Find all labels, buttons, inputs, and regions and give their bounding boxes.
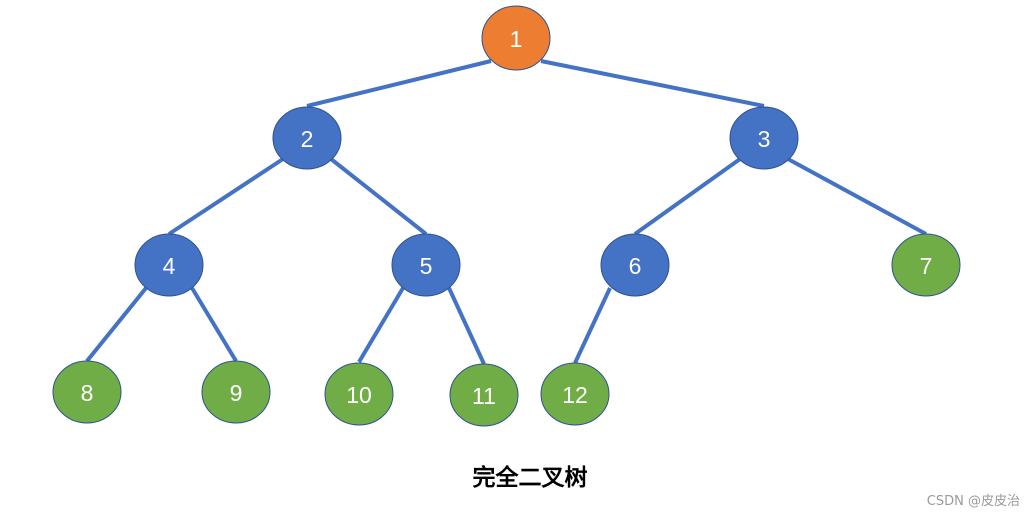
edges-layer	[85, 59, 927, 365]
node-label-3: 3	[758, 126, 771, 152]
edge-5-10	[357, 286, 405, 364]
node-circle-11	[449, 363, 519, 427]
diagram-caption: 完全二叉树	[472, 465, 588, 491]
edge-5-11	[447, 287, 486, 365]
tree-node-5: 5	[391, 233, 461, 297]
node-circle-6	[600, 233, 670, 297]
tree-node-6: 6	[600, 233, 670, 297]
edge-4-9	[190, 286, 238, 363]
edge-1-3	[540, 59, 765, 108]
tree-node-12: 12	[540, 362, 610, 426]
edge-3-6	[633, 157, 742, 236]
node-circle-12	[540, 362, 610, 426]
node-label-11: 11	[472, 383, 496, 409]
edge-3-7	[787, 157, 927, 236]
tree-node-8: 8	[52, 360, 122, 424]
tree-node-10: 10	[324, 362, 394, 426]
edge-2-4	[167, 157, 285, 236]
node-label-5: 5	[420, 253, 433, 279]
node-label-1: 1	[510, 26, 523, 52]
node-label-10: 10	[346, 382, 372, 408]
tree-node-11: 11	[449, 363, 519, 427]
tree-node-1: 1	[481, 5, 551, 71]
node-circle-7	[891, 233, 961, 297]
node-circle-9	[201, 360, 271, 424]
tree-node-9: 9	[201, 360, 271, 424]
watermark: CSDN @皮皮治	[926, 494, 1020, 509]
node-label-2: 2	[301, 126, 314, 152]
node-circle-1	[481, 5, 551, 71]
node-label-9: 9	[230, 380, 243, 406]
tree-node-2: 2	[272, 106, 342, 170]
node-circle-2	[272, 106, 342, 170]
node-circle-8	[52, 360, 122, 424]
edge-1-2	[306, 59, 492, 108]
node-label-12: 12	[562, 382, 588, 408]
node-circle-3	[729, 106, 799, 170]
tree-node-4: 4	[134, 233, 204, 297]
node-label-8: 8	[81, 380, 94, 406]
node-circle-4	[134, 233, 204, 297]
tree-node-3: 3	[729, 106, 799, 170]
node-circle-5	[391, 233, 461, 297]
edge-6-12	[573, 287, 612, 364]
tree-node-7: 7	[891, 233, 961, 297]
node-label-7: 7	[920, 253, 933, 279]
edge-2-5	[329, 157, 428, 236]
node-label-4: 4	[163, 253, 176, 279]
edge-4-8	[85, 286, 148, 363]
node-label-6: 6	[629, 253, 642, 279]
node-circle-10	[324, 362, 394, 426]
